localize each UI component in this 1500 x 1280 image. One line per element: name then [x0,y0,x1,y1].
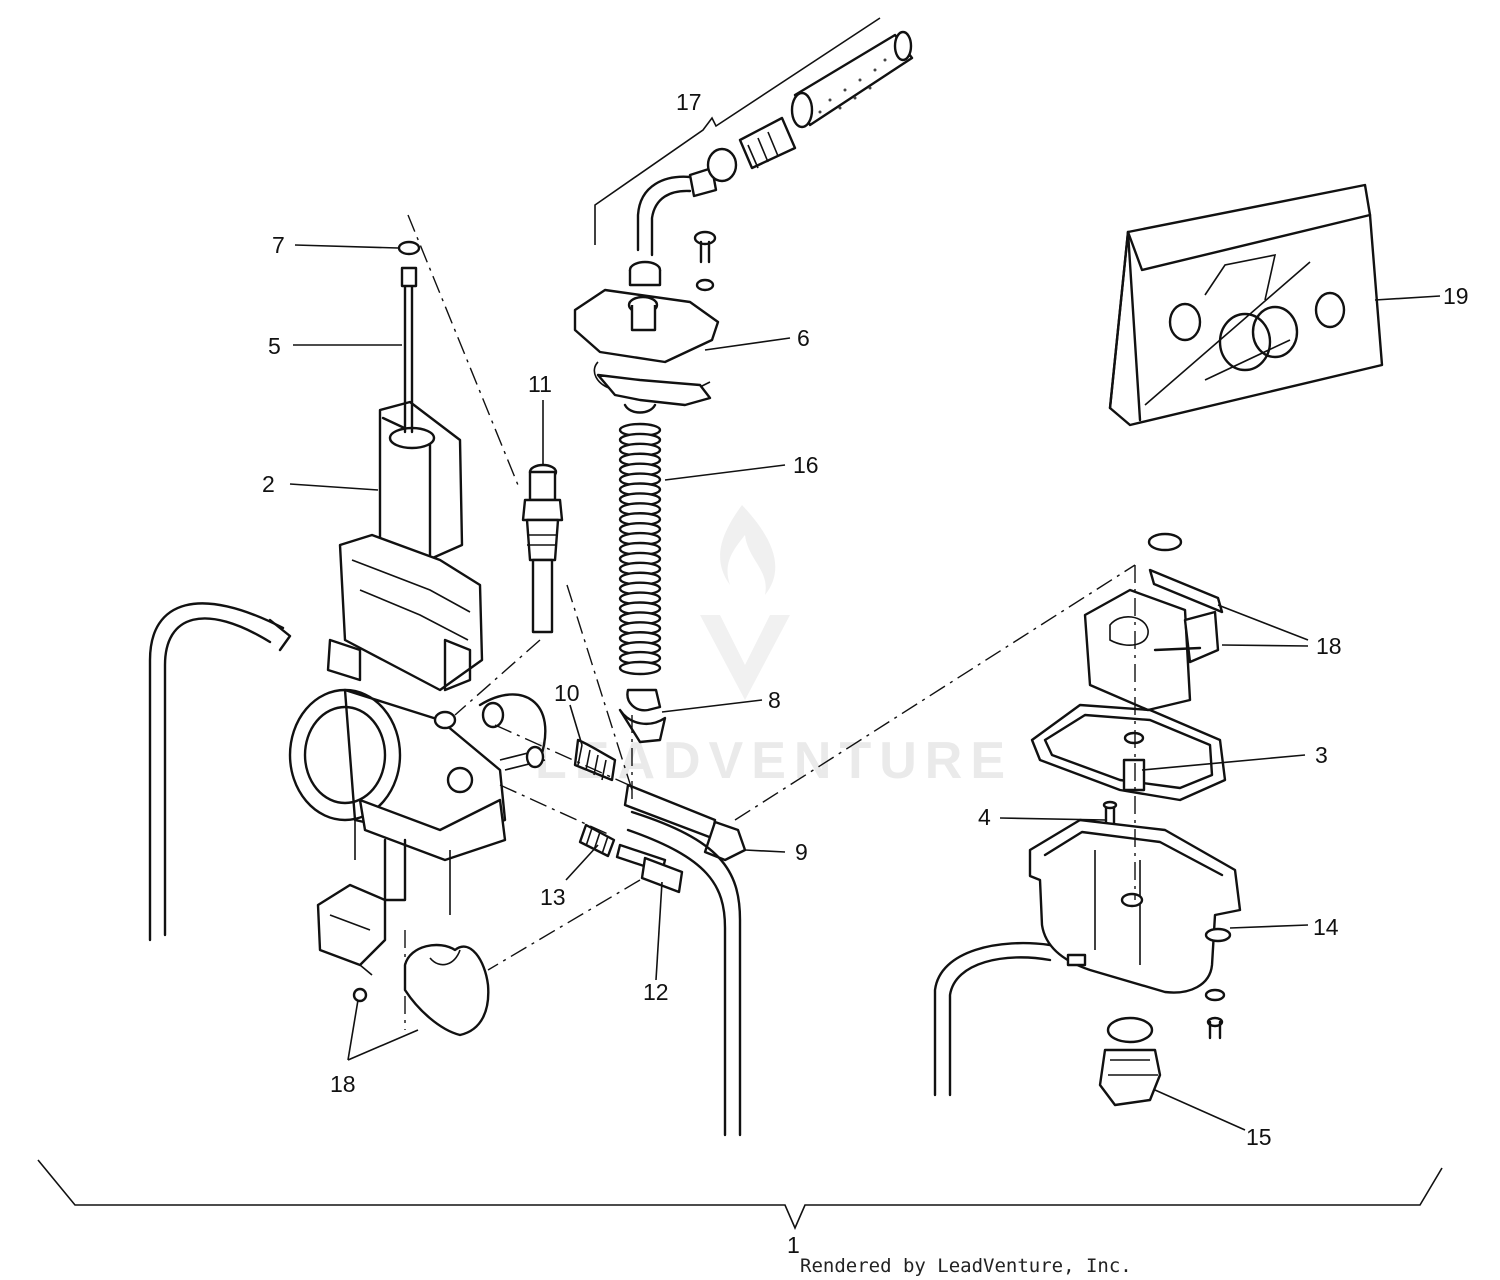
gasket-kit-bag [1108,183,1384,427]
starter-plunger [521,463,564,634]
cover-caps-left [316,883,490,1037]
bracket-17 [594,17,881,245]
part-labels: 1 2 3 4 5 6 7 8 9 10 11 12 13 14 15 16 1… [262,89,1469,1258]
air-screw-set [578,823,684,894]
construction-lines [404,214,1136,1030]
label-part-6: 6 [797,325,810,351]
label-part-9: 9 [795,839,808,865]
carburetor-body [148,400,547,942]
label-part-14: 14 [1313,914,1339,940]
label-part-2: 2 [262,471,275,497]
bracket-1 [37,1159,1443,1231]
label-part-1: 1 [787,1232,800,1258]
label-part-5: 5 [268,333,281,359]
throttle-spring [618,422,662,676]
label-part-16: 16 [793,452,819,478]
label-part-17: 17 [676,89,702,115]
label-part-4: 4 [978,804,991,830]
overflow-hose [630,810,742,1137]
float-bowl-assembly [933,532,1242,1107]
label-part-3: 3 [1315,742,1328,768]
leader-lines [289,244,1441,1131]
label-part-15: 15 [1246,1124,1272,1150]
label-part-7: 7 [272,232,285,258]
jet-needle [397,240,421,434]
label-part-18-right: 18 [1316,633,1342,659]
label-part-13: 13 [540,884,566,910]
label-part-11: 11 [528,371,552,397]
clip-plate [618,688,667,744]
watermark-logo: LEADVENTURE [535,505,1005,790]
throttle-cable-assembly [628,30,914,292]
label-part-12: 12 [643,979,669,1005]
label-part-18-left: 18 [330,1071,356,1097]
label-part-8: 8 [768,687,781,713]
label-part-19: 19 [1443,283,1469,309]
label-part-10: 10 [554,680,580,706]
render-credit: Rendered by LeadVenture, Inc. [800,1255,1132,1277]
spring-coil [618,660,662,676]
top-cap [573,288,720,414]
